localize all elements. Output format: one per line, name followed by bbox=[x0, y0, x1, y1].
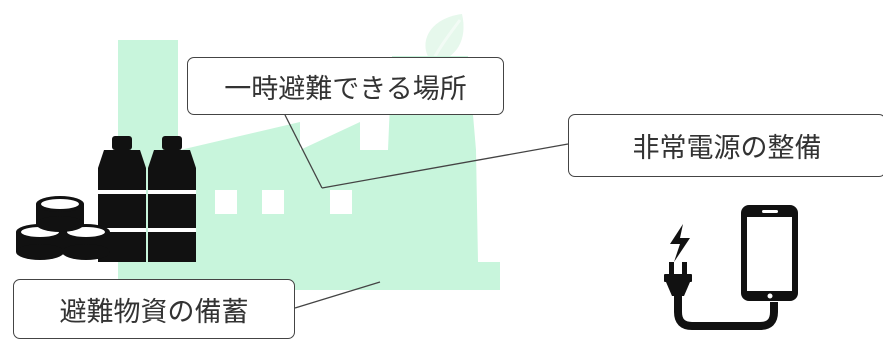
lightning-bolt-icon bbox=[670, 224, 690, 262]
plug-icon bbox=[664, 262, 692, 296]
smartphone-icon bbox=[741, 205, 798, 301]
factory-windows bbox=[215, 190, 352, 214]
leader-line-shelter bbox=[284, 114, 323, 189]
callout-temporary-shelter: 一時避難できる場所 bbox=[187, 57, 504, 115]
charging-cable bbox=[674, 296, 778, 330]
bottle-labels bbox=[98, 190, 196, 232]
leader-line-supplies bbox=[294, 281, 381, 309]
cans-icon bbox=[16, 196, 110, 260]
callout-emergency-power: 非常電源の整備 bbox=[568, 114, 883, 177]
callout-evacuation-supplies: 避難物資の備蓄 bbox=[13, 279, 295, 339]
leader-line-shelter-2 bbox=[321, 143, 569, 189]
